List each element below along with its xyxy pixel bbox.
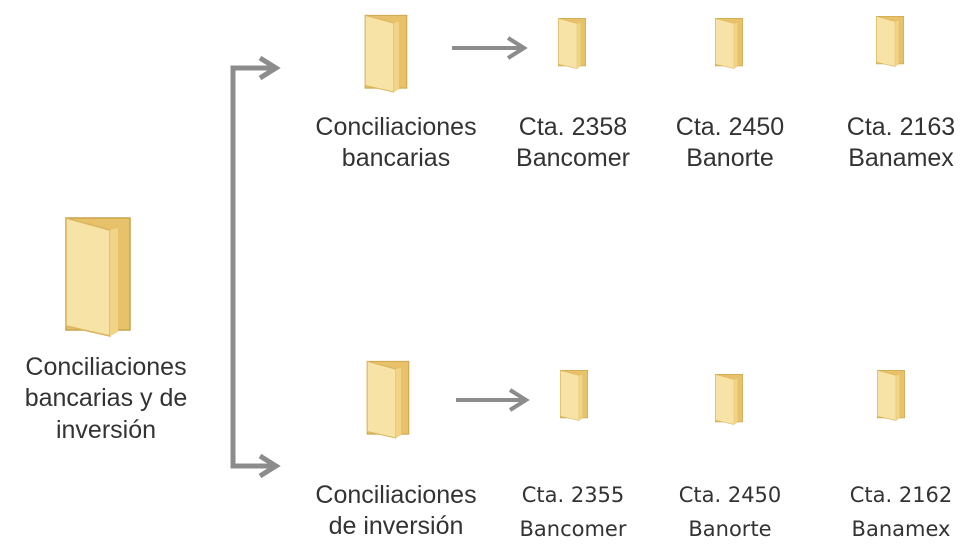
- folder-icon[interactable]: [873, 12, 907, 70]
- account-label: Cta. 2450 Banorte: [675, 113, 785, 173]
- folder-icon[interactable]: [58, 214, 138, 338]
- account-label: Cta. 2450 Banorte: [678, 483, 782, 542]
- folder-icon[interactable]: [360, 10, 412, 96]
- folder-icon[interactable]: [712, 14, 746, 72]
- root-folder-label: Conciliaciones bancarias y de inversión: [24, 353, 188, 444]
- folder-icon[interactable]: [557, 366, 591, 424]
- tree-connector: [230, 65, 272, 469]
- folder-icon[interactable]: [874, 366, 908, 424]
- folder-icon[interactable]: [555, 14, 589, 72]
- account-label: Cta. 2162 Banamex: [849, 483, 953, 542]
- account-label: Cta. 2355 Bancomer: [519, 483, 627, 542]
- arrowhead-top: [258, 55, 281, 81]
- arrowhead-bottom: [258, 453, 281, 479]
- account-label: Cta. 2358 Bancomer: [516, 113, 630, 173]
- folder-icon[interactable]: [362, 356, 414, 442]
- branch-folder-label-inversion: Conciliaciones de inversión: [315, 481, 477, 541]
- arrow-bottom-branch: [456, 388, 530, 412]
- folder-icon[interactable]: [712, 370, 746, 428]
- arrow-top-branch: [452, 36, 528, 60]
- account-label: Cta. 2163 Banamex: [846, 113, 956, 173]
- branch-folder-label-bancarias: Conciliaciones bancarias: [315, 113, 477, 173]
